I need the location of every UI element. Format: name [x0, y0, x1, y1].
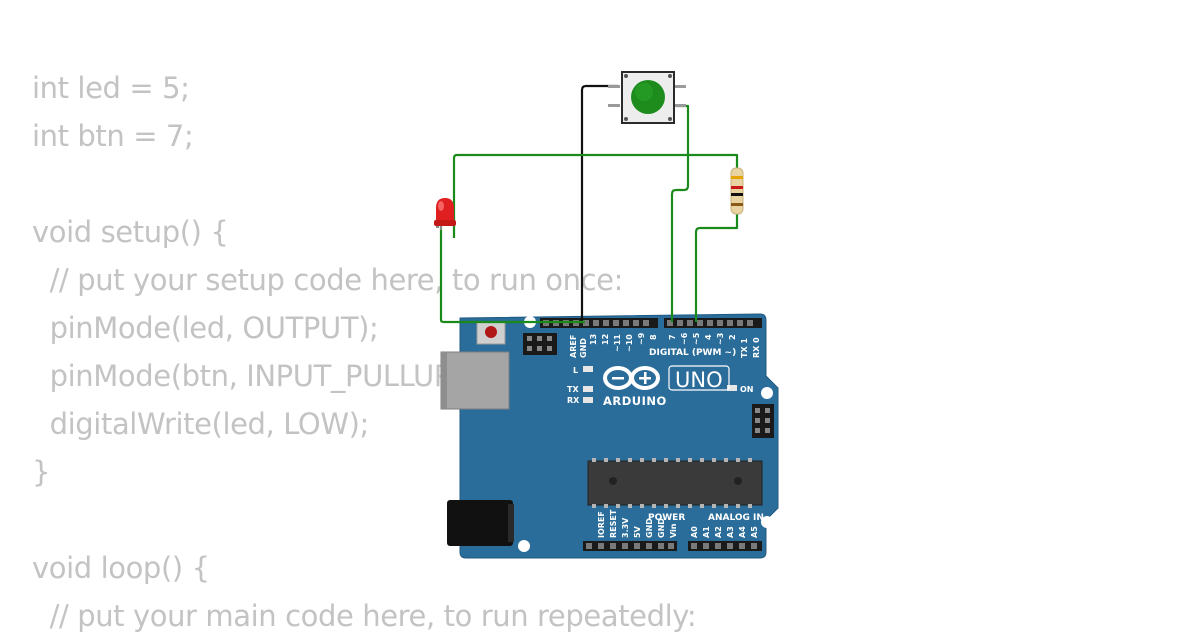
pin-label: 4 [704, 334, 713, 340]
gnd-wire[interactable] [580, 84, 618, 322]
pin-label: A0 [690, 526, 699, 538]
pin-label-aref: AREF [569, 335, 578, 358]
led-label-rx: RX [567, 396, 580, 405]
red-led[interactable] [434, 198, 456, 230]
pin-label: GND [657, 518, 666, 538]
led-label-on: ON [740, 385, 754, 394]
icsp-header-right [752, 404, 774, 438]
pin-label: A4 [738, 526, 747, 538]
resistor[interactable] [730, 167, 744, 215]
code-line: digitalWrite(led, LOW); [32, 407, 370, 441]
pin-label: ~3 [716, 333, 725, 345]
pin-label: ~6 [680, 332, 689, 345]
pin-label: ~5 [692, 332, 701, 345]
resistor-pin5-wire[interactable] [694, 212, 739, 322]
code-line: } [32, 455, 51, 489]
pin-label: IOREF [597, 511, 606, 538]
pin-label-gnd: GND [579, 338, 588, 358]
pin-label: A5 [750, 526, 759, 538]
reset-button-cap [485, 326, 497, 338]
pin-label: GND [645, 518, 654, 538]
code-line: int led = 5; [32, 71, 190, 105]
code-line: // put your main code here, to run repea… [32, 599, 697, 633]
icsp-header [523, 333, 557, 355]
pushbutton[interactable] [608, 71, 686, 124]
digital-header-label: DIGITAL (PWM ~) [649, 348, 736, 358]
brand-text: ARDUINO [603, 394, 667, 408]
led-label-tx: TX [567, 385, 579, 394]
pin-label: 3.3V [621, 517, 630, 538]
uno-badge [668, 365, 730, 391]
pin-label: TX 1 [740, 338, 749, 358]
pin-label: ~11 [613, 334, 622, 352]
code-line: pinMode(led, OUTPUT); [32, 311, 379, 345]
board-model: UNO [675, 368, 723, 392]
button-pin7-wire[interactable] [670, 104, 690, 322]
pin-label: A2 [714, 526, 723, 538]
analog-header[interactable] [688, 541, 762, 551]
pin-label: 13 [589, 334, 598, 345]
mounting-hole [761, 387, 773, 399]
arduino-uno-board[interactable]: AREF GND 13 12 ~11 ~10 ~9 8 7 ~6 ~5 4 ~3… [440, 313, 779, 559]
pin-label: ~10 [625, 334, 634, 352]
mounting-hole [518, 540, 530, 552]
led-anode-wire[interactable] [452, 153, 739, 238]
power-jack [447, 500, 513, 546]
code-line: // put your setup code here, to run once… [32, 263, 624, 297]
pin-label: RX 0 [752, 337, 761, 358]
wires[interactable] [439, 84, 739, 324]
pin-label: Vin [669, 523, 678, 538]
led-label-l: L [573, 366, 578, 375]
power-header[interactable] [583, 541, 677, 551]
pin-label: 5V [633, 525, 642, 538]
pin-label: RESET [609, 509, 618, 538]
usb-connector [440, 351, 510, 410]
microcontroller-chip [587, 458, 763, 508]
arduino-logo [603, 366, 660, 390]
power-header-label: POWER [648, 513, 685, 523]
pin-label: 8 [649, 334, 658, 340]
status-leds: L TX RX ON [567, 366, 754, 405]
code-line: void setup() { [32, 215, 229, 249]
pin-label: A1 [702, 526, 711, 538]
pin-label: 2 [728, 334, 737, 340]
pin-label: A3 [726, 526, 735, 538]
code-line: int btn = 7; [32, 119, 194, 153]
mounting-hole [761, 516, 773, 528]
pin-label: 12 [601, 334, 610, 345]
code-line: void loop() { [32, 551, 210, 585]
pin-label: ~9 [637, 332, 646, 345]
code-line: pinMode(btn, INPUT_PULLUP); [32, 359, 472, 393]
analog-header-label: ANALOG IN [708, 513, 764, 523]
led-gnd-wire[interactable] [439, 222, 585, 324]
pin-label: 7 [668, 334, 677, 340]
